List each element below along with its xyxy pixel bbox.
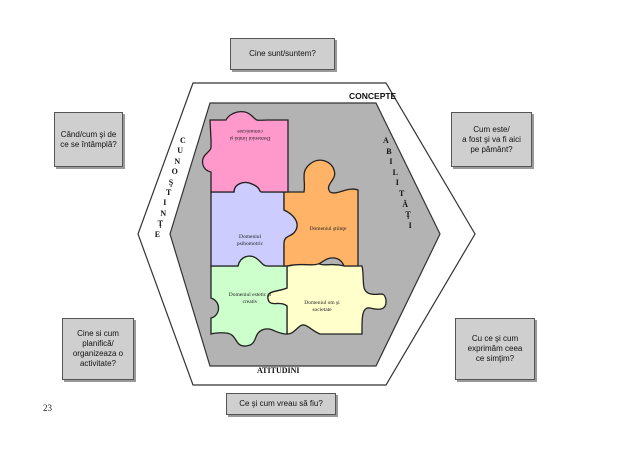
cunostinte-letter: E [154,229,161,239]
puzzle-piece-orange [283,159,359,267]
page-number: 23 [43,403,52,413]
abilitati-letter: Ţ [405,210,411,220]
question-box-left-top: Când/cum şi de ce se întâmplă? [54,112,123,167]
cunostinte-letter: I [163,198,167,208]
question-box-right-bottom: Cu ce şi cum exprimăm ceea ce simţim? [455,318,535,380]
puzzle-label-pink: Domeniul limbă şi comunicare [229,128,271,142]
abilitati-letter: Ă [402,199,408,209]
cunostinte-letter: C [180,136,186,145]
label-atitudini: ATITUDINI [257,366,300,375]
puzzle-piece-pink [201,110,289,193]
question-box-left-bottom: Cine si cum planifică/ organizeaza o act… [62,318,134,380]
cunostinte-letter: N [174,156,181,166]
cunostinte-letter: Ş [168,177,174,187]
label-concepte: CONCEPTE [349,91,397,101]
cunostinte-letter: T [166,188,172,197]
puzzle-label-orange: Domeniul ştiinţe [309,226,347,232]
puzzle-label-purple: Domeniul psihomotric [236,234,264,247]
cunostinte-letter: U [177,146,183,156]
question-box-top: Cine sunt/suntem? [230,38,335,70]
abilitati-letter: L [392,167,398,177]
abilitati-letter: A [383,136,389,145]
question-box-right-top: Cum este/ a fost şi va fi aici pe pământ… [451,112,532,167]
question-box-bottom: Ce şi cum vreau să fiu? [226,393,336,415]
puzzle-label-yellow: Domeniul om şi societate [304,300,340,313]
abilitati-letter: T [399,189,405,198]
abilitati-letter: B [386,146,392,156]
abilitati-letter: I [389,157,393,167]
cunostinte-letter: N [160,208,167,218]
abilitati-letter: I [408,220,412,230]
abilitati-letter: I [395,178,399,188]
cunostinte-letter: Ţ [157,219,163,229]
puzzle-label-green: Domeniul estetic şi creativ [228,292,272,305]
cunostinte-letter: O [171,167,178,177]
